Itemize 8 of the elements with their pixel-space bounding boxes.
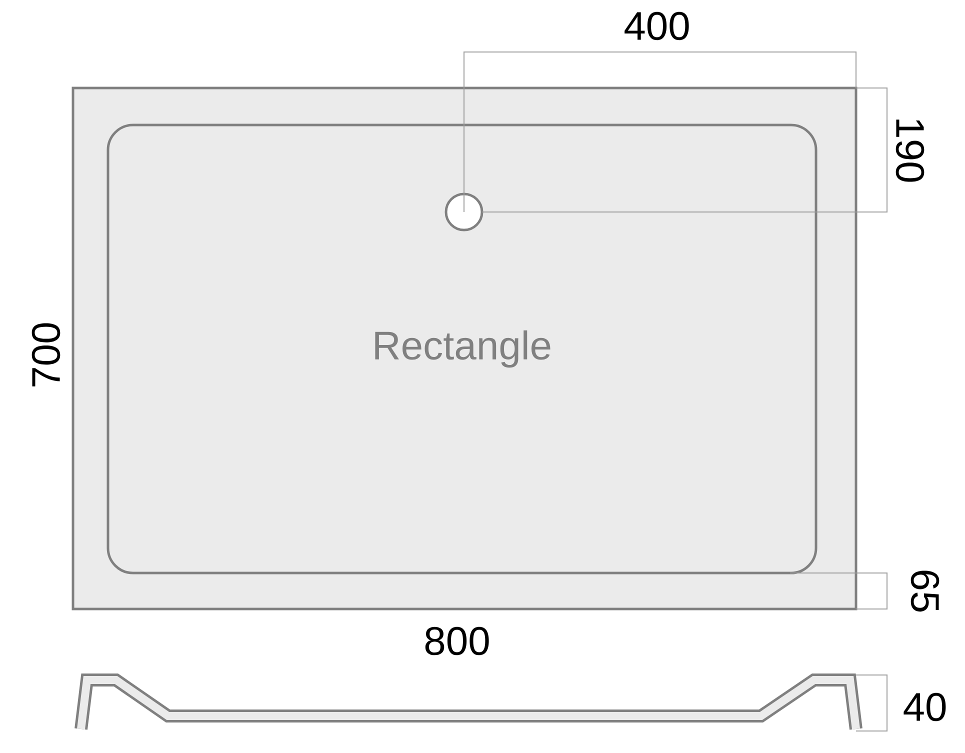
basin-outline: Rectangle bbox=[106, 124, 818, 574]
dimension-label: 700 bbox=[32, 323, 60, 386]
drain-hole bbox=[444, 192, 484, 232]
dimension-label: 190 bbox=[896, 120, 924, 182]
dimension-label: 800 bbox=[425, 626, 489, 656]
dimension-label: 40 bbox=[904, 692, 946, 722]
dimension-label: 65 bbox=[910, 570, 940, 612]
dimension-label: 400 bbox=[624, 12, 689, 40]
